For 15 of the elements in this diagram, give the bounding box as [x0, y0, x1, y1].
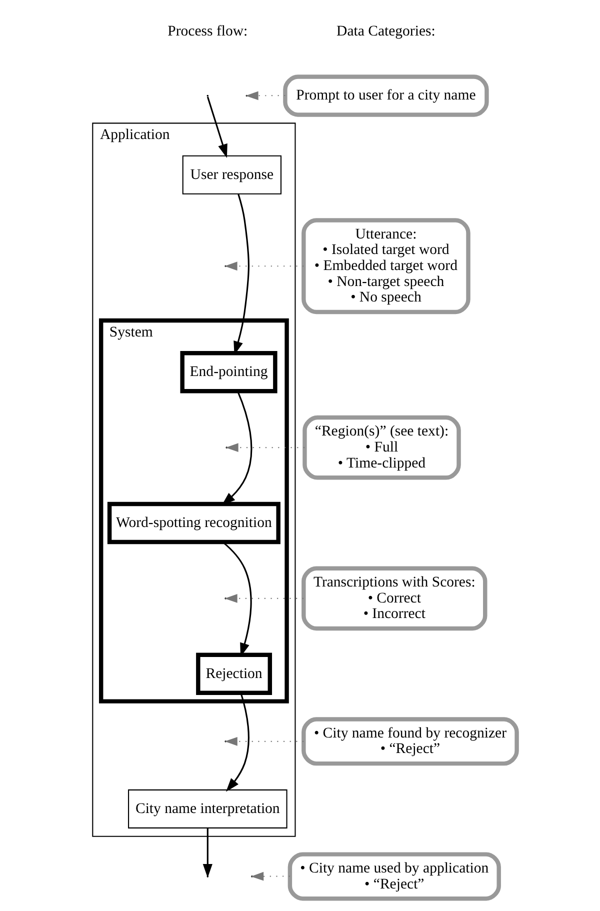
arrow — [250, 872, 290, 881]
node-box: Transcriptions with Scores: • Correct • Incorrect — [301, 566, 487, 631]
node-box: Utterance: • Isolated target word • Embedded target word • Non-target speech • No speech — [301, 218, 470, 314]
node-box: Rejection — [196, 652, 272, 695]
label: Data Categories: — [336, 23, 435, 40]
node-box: “Region(s)” (see text): • Full • Time-clipped — [302, 415, 460, 480]
node-box: • City name used by application • “Reject” — [287, 852, 500, 901]
node-box: • City name found by recognizer • “Reject” — [301, 717, 518, 766]
node-box: Prompt to user for a city name — [282, 74, 488, 117]
node-box: Word-spotting recognition — [106, 502, 280, 544]
node-box: End-pointing — [180, 351, 277, 394]
label: Process flow: — [167, 23, 248, 40]
arrow — [206, 96, 227, 158]
node-box: City name interpretation — [128, 789, 287, 828]
node-box: User response — [182, 155, 281, 194]
